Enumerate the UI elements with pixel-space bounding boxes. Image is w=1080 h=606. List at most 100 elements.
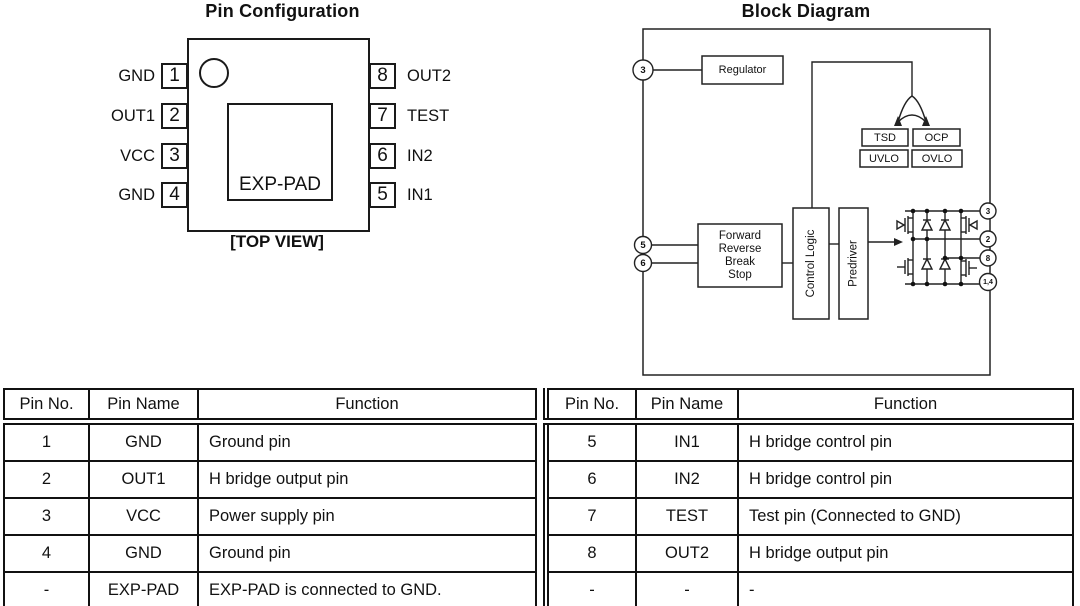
cell-function: H bridge output pin (197, 460, 537, 499)
pin-configuration-title: Pin Configuration (205, 1, 360, 21)
ovlo-box (911, 149, 963, 168)
cell-function: H bridge control pin (737, 420, 1074, 462)
pin-circle-8 (979, 249, 997, 267)
cell-function: Ground pin (197, 534, 537, 573)
table-row: 5 IN1 H bridge control pin (545, 420, 1074, 462)
table-row: 3 VCC Power supply pin (3, 497, 537, 536)
package-outline (187, 38, 370, 232)
cell-pin-name: OUT2 (635, 534, 739, 573)
pin-label-6: IN2 (407, 147, 433, 165)
mosfet-high-left (896, 216, 913, 234)
pin-circle-3-left (632, 59, 654, 81)
block-diagram-title: Block Diagram (741, 1, 871, 21)
pin-circle-5-label: 5 (640, 240, 646, 251)
pin-box-2: 2 (161, 103, 188, 129)
pin-label-8: OUT2 (407, 67, 452, 85)
pin-box-5: 5 (369, 182, 396, 208)
cell-pin-no: 5 (545, 420, 637, 462)
cell-pin-name: GND (88, 420, 199, 462)
ovlo-label: OVLO (922, 153, 953, 165)
cell-pin-no: 7 (545, 497, 637, 536)
header-pin-name: Pin Name (88, 388, 199, 425)
pin-box-4: 4 (161, 182, 188, 208)
pin1-indicator-circle (199, 58, 229, 88)
cell-pin-name: GND (88, 534, 199, 573)
cell-pin-no: - (3, 571, 90, 606)
cell-function: Power supply pin (197, 497, 537, 536)
cell-pin-name: - (635, 571, 739, 606)
pin-circle-2 (979, 230, 997, 248)
ocp-box (912, 128, 961, 147)
pin-function-table-left: Pin No. Pin Name Function 1 GND Ground p… (3, 388, 537, 606)
pin-box-7: 7 (369, 103, 396, 129)
pin-circle-3-left-label: 3 (640, 65, 645, 76)
cell-pin-no: 8 (545, 534, 637, 573)
pin-label-2: OUT1 (110, 107, 155, 125)
top-view-caption: [TOP VIEW] (230, 232, 324, 251)
table-header-row: Pin No. Pin Name Function (545, 388, 1074, 425)
cell-pin-no: 3 (3, 497, 90, 536)
cell-function: H bridge control pin (737, 460, 1074, 499)
mode-line-break: Break (725, 256, 755, 268)
table-header-row: Pin No. Pin Name Function (3, 388, 537, 425)
cell-pin-name: TEST (635, 497, 739, 536)
table-row: - - - (545, 571, 1074, 606)
mode-line-forward: Forward (719, 230, 761, 242)
pin-circle-8-label: 8 (986, 254, 991, 263)
header-pin-no: Pin No. (545, 388, 637, 425)
tsd-label: TSD (874, 132, 896, 144)
mode-logic-box (697, 223, 783, 288)
exposed-pad-box: EXP-PAD (227, 103, 333, 201)
pin-circle-2-label: 2 (986, 235, 991, 244)
mosfet-low-right (961, 259, 977, 277)
or-gate (897, 95, 927, 123)
wires (651, 61, 913, 264)
block-diagram-border (642, 28, 991, 376)
cell-pin-no: 6 (545, 460, 637, 499)
cell-pin-no: 2 (3, 460, 90, 499)
exposed-pad-label: EXP-PAD (238, 174, 321, 195)
ocp-label: OCP (925, 132, 949, 144)
table-row: 1 GND Ground pin (3, 420, 537, 462)
cell-function: EXP-PAD is connected to GND. (197, 571, 537, 606)
cell-pin-no: - (545, 571, 637, 606)
pin-circle-3-right-label: 3 (986, 207, 991, 216)
uvlo-label: UVLO (869, 153, 899, 165)
pin-label-3: VCC (120, 147, 155, 165)
arrowhead-predriver (894, 238, 903, 246)
control-logic-label: Control Logic (805, 229, 817, 297)
cell-pin-name: IN1 (635, 420, 739, 462)
cell-function: Ground pin (197, 420, 537, 462)
cell-pin-name: IN2 (635, 460, 739, 499)
cell-pin-no: 1 (3, 420, 90, 462)
body-diodes (920, 218, 952, 270)
or-gate-input-arrow-right (922, 116, 930, 126)
table-row: - EXP-PAD EXP-PAD is connected to GND. (3, 571, 537, 606)
uvlo-box (859, 149, 909, 168)
or-gate-sides (897, 95, 927, 123)
pmos-gate-triangle (896, 219, 906, 231)
pmos-gate-triangle (968, 219, 978, 231)
header-pin-name: Pin Name (635, 388, 739, 425)
cell-pin-name: OUT1 (88, 460, 199, 499)
mode-line-reverse: Reverse (719, 243, 762, 255)
table-row: 7 TEST Test pin (Connected to GND) (545, 497, 1074, 536)
h-bridge (896, 210, 980, 285)
predriver-label: Predriver (848, 240, 860, 287)
pin-label-1: GND (118, 67, 155, 85)
pin-label-4: GND (118, 186, 155, 204)
mosfet-high-right (961, 216, 978, 234)
cell-function: H bridge output pin (737, 534, 1074, 573)
cell-pin-name: VCC (88, 497, 199, 536)
pin-circle-1-4-label: 1,4 (983, 279, 993, 286)
mode-line-stop: Stop (728, 269, 752, 281)
table-row: 4 GND Ground pin (3, 534, 537, 573)
cell-function: - (737, 571, 1074, 606)
pin-circles (632, 59, 998, 292)
cell-pin-name: EXP-PAD (88, 571, 199, 606)
cell-function: Test pin (Connected to GND) (737, 497, 1074, 536)
pin-circle-1-4 (978, 272, 998, 292)
tsd-box (861, 128, 909, 147)
pin-box-3: 3 (161, 143, 188, 169)
pin-label-7: TEST (407, 107, 450, 125)
